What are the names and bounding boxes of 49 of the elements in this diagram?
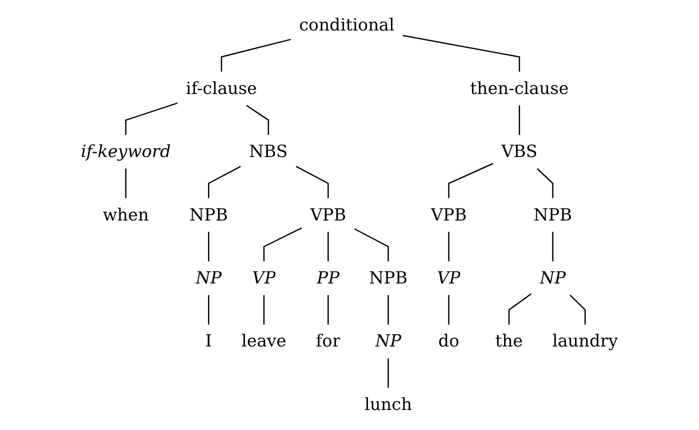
node-text: for — [316, 330, 340, 351]
connector — [552, 232, 554, 262]
node-text: NPB — [534, 204, 572, 224]
node-text: NP — [540, 268, 566, 288]
node-text: NBS — [249, 141, 288, 162]
connector — [508, 293, 532, 325]
connector — [448, 295, 450, 325]
node-text: VP — [437, 268, 461, 288]
connector — [208, 166, 242, 198]
connector — [125, 168, 127, 198]
node-text: when — [102, 204, 149, 224]
node-text: the — [495, 330, 523, 351]
node-text: VPB — [310, 204, 346, 224]
connector — [263, 227, 302, 262]
node-text: if-keyword — [80, 141, 171, 162]
node-text: conditional — [299, 14, 394, 35]
connector — [388, 358, 389, 388]
connector — [328, 295, 329, 325]
connector — [448, 232, 450, 262]
connector — [246, 104, 270, 135]
connector — [125, 102, 178, 135]
connector — [296, 166, 329, 198]
node-text: I — [205, 330, 212, 351]
node-text: NP — [375, 330, 402, 351]
node-text: NPB — [189, 204, 228, 224]
node-text: VPB — [430, 204, 467, 224]
node-text: do — [438, 330, 460, 351]
connector — [518, 105, 520, 135]
connector — [402, 34, 520, 72]
connector — [208, 232, 210, 262]
connector — [354, 228, 389, 262]
node-text: NPB — [369, 268, 408, 288]
node-text: NP — [196, 268, 222, 288]
connector — [220, 38, 291, 72]
node-text: if-clause — [186, 78, 258, 98]
connector — [263, 295, 265, 325]
connector — [448, 163, 494, 198]
node-text: VP — [252, 268, 276, 288]
connector — [388, 295, 389, 325]
node-text: VBS — [501, 141, 538, 162]
connector — [208, 295, 210, 325]
connector — [328, 232, 329, 262]
node-text: lunch — [364, 394, 412, 414]
node-text: leave — [242, 330, 287, 351]
node-text: then-clause — [470, 78, 569, 98]
node-text: laundry — [552, 330, 618, 351]
node-text: PP — [316, 268, 340, 288]
connector — [536, 168, 554, 198]
connector — [570, 294, 586, 325]
